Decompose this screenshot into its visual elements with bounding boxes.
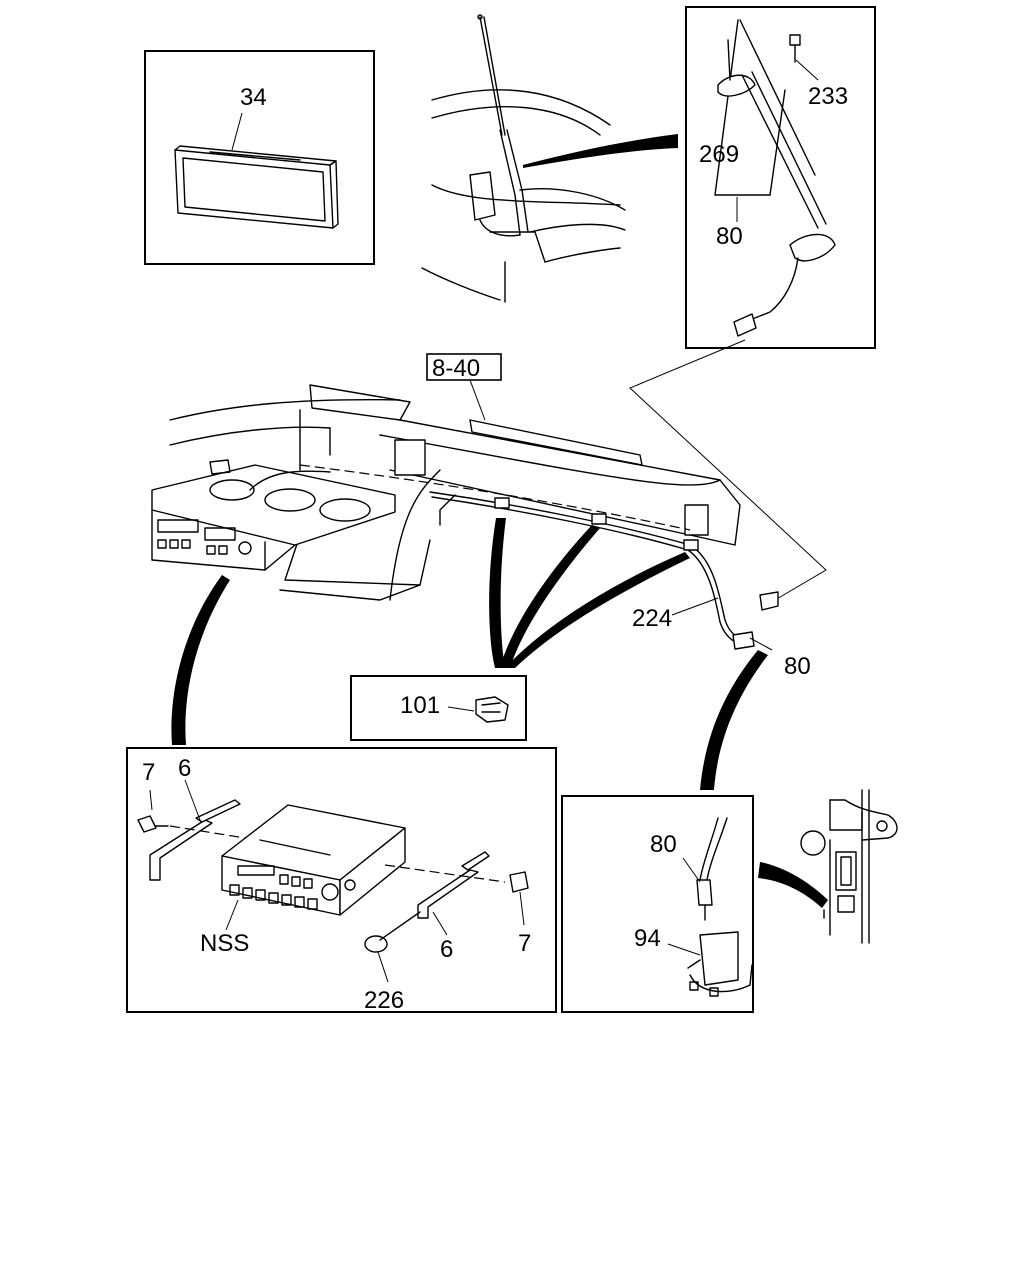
label-34: 34 — [240, 84, 267, 111]
label-233: 233 — [808, 83, 848, 110]
dashboard-assembly: 8-40 — [151, 353, 811, 680]
label-6-right: 6 — [440, 936, 453, 963]
detail-box-antenna-assembly: 233 269 80 — [685, 6, 876, 349]
label-80-detail: 80 — [650, 831, 677, 858]
label-94: 94 — [634, 925, 661, 952]
label-6-left: 6 — [178, 755, 191, 782]
label-7-left: 7 — [142, 759, 155, 786]
detail-box-cable-holder: 80 94 — [561, 795, 754, 1013]
label-101: 101 — [400, 692, 440, 719]
door-hinge-illustration — [800, 789, 898, 944]
detail-box-antenna-cap: 34 — [144, 50, 375, 265]
label-7-right: 7 — [518, 930, 531, 957]
detail-box-cable-clip: 101 — [350, 675, 527, 741]
label-224: 224 — [632, 605, 672, 632]
label-80-top: 80 — [716, 223, 743, 250]
label-80-lower: 80 — [784, 653, 811, 680]
detail-box-radio-unit: 7 6 NSS 7 6 226 — [126, 747, 557, 1014]
leader-antenna-to-cable — [629, 339, 827, 601]
leader-curves — [171, 518, 828, 908]
label-8-40: 8-40 — [432, 355, 480, 382]
vehicle-pillar-illustration — [421, 14, 678, 303]
label-269: 269 — [699, 141, 739, 168]
label-226: 226 — [364, 987, 404, 1014]
label-nss: NSS — [200, 930, 249, 957]
